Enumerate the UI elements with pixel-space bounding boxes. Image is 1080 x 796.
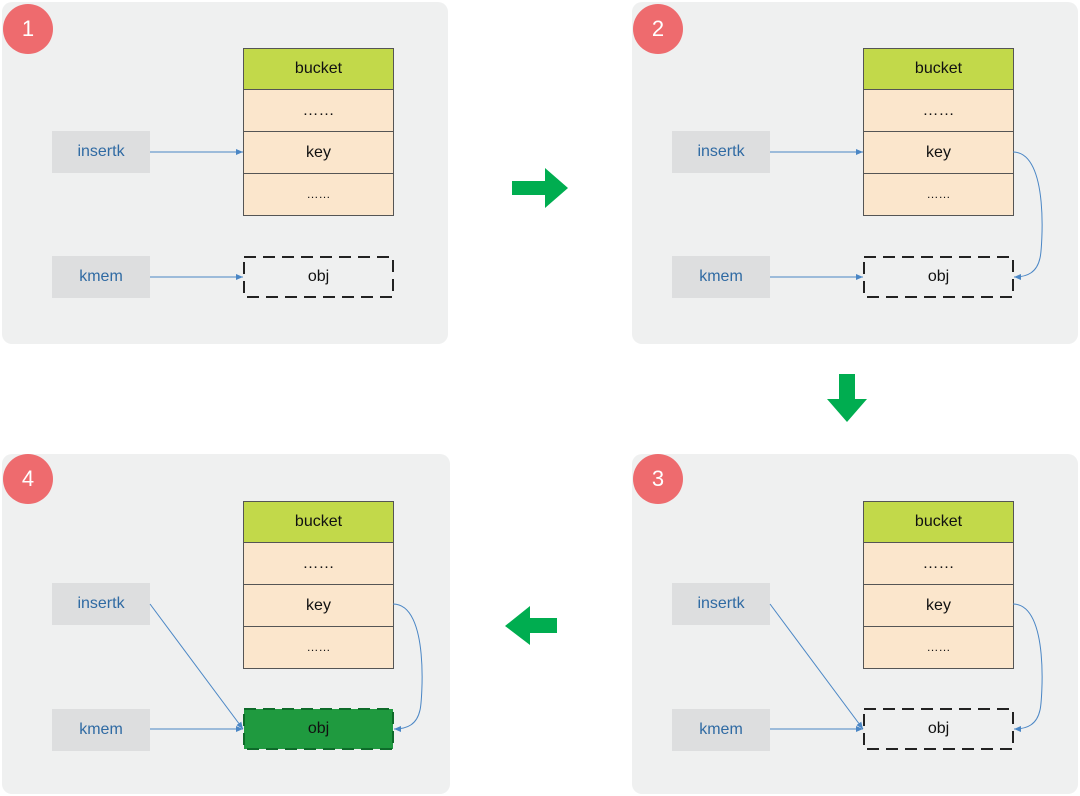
obj-label: obj [927, 720, 950, 737]
obj-box: obj [243, 256, 394, 298]
bucket-cell-ellipsis: …… [863, 174, 1014, 216]
step-badge-3: 3 [633, 454, 683, 504]
bucket-cell-ellipsis: …… [863, 543, 1014, 585]
kmem-pointer: kmem [672, 256, 770, 298]
bucket-cell-ellipsis: …… [243, 174, 394, 216]
obj-box-freed: obj [243, 708, 394, 750]
obj-label: obj [927, 268, 950, 285]
bucket-cell-ellipsis: …… [863, 90, 1014, 132]
step-badge-1: 1 [3, 4, 53, 54]
kmem-pointer: kmem [52, 256, 150, 298]
kmem-pointer: kmem [672, 709, 770, 751]
bucket-cell-ellipsis: …… [243, 627, 394, 669]
right-arrow-icon [512, 168, 568, 208]
bucket-cell-key: key [243, 585, 394, 627]
obj-box: obj [863, 708, 1014, 750]
insertk-pointer: insertk [672, 131, 770, 173]
bucket-cell-ellipsis: …… [243, 90, 394, 132]
step-badge-4: 4 [3, 454, 53, 504]
insertk-pointer: insertk [52, 583, 150, 625]
insertk-pointer: insertk [52, 131, 150, 173]
obj-label: obj [307, 268, 330, 285]
insertk-to-obj-arrow [149, 603, 244, 730]
left-arrow-icon [505, 606, 557, 645]
down-arrow-icon [827, 374, 867, 422]
bucket-cell-key: key [863, 585, 1014, 627]
bucket-cell-key: key [243, 132, 394, 174]
bucket-cell-key: key [863, 132, 1014, 174]
bucket-header: bucket [243, 501, 394, 543]
key-to-obj-arrow [392, 603, 423, 732]
insertk-to-obj-arrow [769, 603, 864, 730]
bucket-header: bucket [863, 501, 1014, 543]
bucket-header: bucket [243, 48, 394, 90]
insertk-pointer: insertk [672, 583, 770, 625]
key-to-obj-arrow [1012, 151, 1043, 280]
kmem-pointer: kmem [52, 709, 150, 751]
bucket-header: bucket [863, 48, 1014, 90]
bucket-cell-ellipsis: …… [243, 543, 394, 585]
key-to-obj-arrow [1012, 603, 1043, 732]
obj-label: obj [307, 720, 330, 737]
obj-box: obj [863, 256, 1014, 298]
step-badge-2: 2 [633, 4, 683, 54]
bucket-cell-ellipsis: …… [863, 627, 1014, 669]
